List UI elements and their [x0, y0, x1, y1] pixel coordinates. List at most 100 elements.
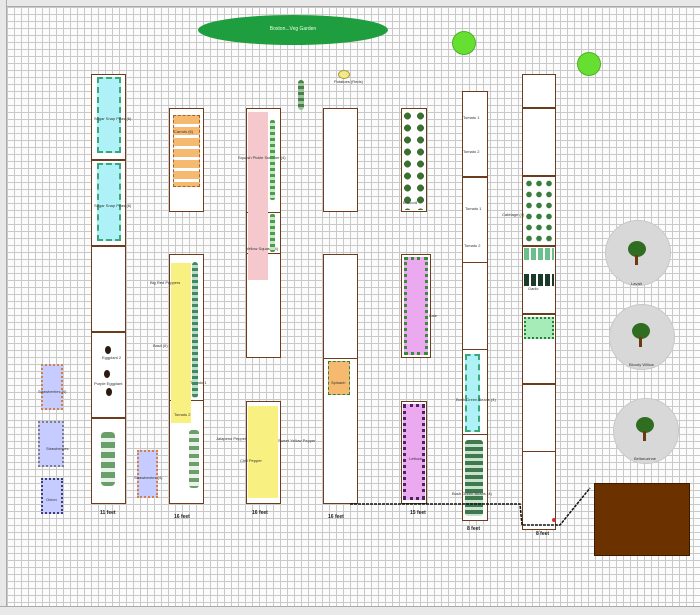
- pear-tree-label: Bellaruzinne: [634, 456, 657, 461]
- bed-6-section-2[interactable]: [462, 177, 488, 263]
- tomato-2-label: Tomato 2: [174, 412, 191, 417]
- green-bean-bed-6[interactable]: [465, 354, 480, 432]
- sweet-pepper-label: Sweet Yellow Pepper: [278, 438, 316, 443]
- bed-7-section-4[interactable]: [522, 246, 556, 314]
- pear-tree-icon: [636, 417, 654, 433]
- tomato-label-bed6-a: Tomato 1: [463, 115, 480, 120]
- lettuce-bed[interactable]: [403, 404, 425, 500]
- tomato-label-bed6-d: Tomato 2: [464, 243, 481, 248]
- bed-1-section-5[interactable]: [91, 418, 126, 504]
- bed-7-section-5[interactable]: [522, 314, 556, 384]
- bed-5-length: 15 feet: [410, 510, 426, 516]
- potatoes-label: Potatoes (Reds): [334, 79, 363, 84]
- eggplant-2[interactable]: [104, 370, 110, 378]
- potato-plant[interactable]: [338, 70, 350, 79]
- red-peppers-label: Big Red Peppers: [150, 280, 181, 285]
- bed-3-length: 16 feet: [252, 510, 268, 516]
- pepper-strip-bed-3[interactable]: [248, 406, 278, 498]
- spinach-bed[interactable]: [328, 361, 350, 395]
- cabbage-label: Cabbage (4): [502, 212, 525, 217]
- garlic-row-bed-7[interactable]: [524, 248, 554, 260]
- green-bush-2[interactable]: [577, 52, 601, 76]
- green-bush-1[interactable]: [452, 31, 476, 55]
- kale-bed[interactable]: [404, 257, 428, 355]
- kale-label: Kale: [429, 313, 438, 318]
- strawberry-label-a: Strawberries (4): [38, 389, 67, 394]
- apple-tree-icon: [628, 241, 646, 257]
- bed-1-section-3[interactable]: [91, 246, 126, 332]
- compost-area[interactable]: [594, 483, 690, 556]
- bed-4-lower-section[interactable]: [323, 358, 358, 504]
- eggplant-label-1: Eggplant 2: [102, 355, 122, 360]
- bed-7-section-2[interactable]: [522, 108, 556, 176]
- bottom-ruler: [0, 606, 700, 615]
- bed-6-section-3[interactable]: [462, 349, 488, 435]
- basil-label: Basil (6): [153, 343, 168, 348]
- bed-1-section-1[interactable]: [91, 74, 126, 160]
- chili-label: Chili Pepper: [240, 458, 262, 463]
- sugar-snap-label-2: Sugar Snap Peas (6): [94, 203, 132, 208]
- garden-title: Boston...Veg Garden: [269, 26, 317, 32]
- cucumber-column[interactable]: [101, 432, 115, 486]
- eggplant-1[interactable]: [105, 346, 111, 354]
- apple-tree-trunk: [635, 255, 638, 265]
- lettuce-label: Lettuce: [409, 456, 423, 461]
- green-bean-column-bed-3[interactable]: [270, 120, 275, 200]
- squash-column-bed-2[interactable]: [189, 430, 199, 488]
- squash-label-2: Yellow Squash (4): [246, 246, 279, 251]
- lettuce-tray[interactable]: [524, 317, 554, 339]
- bed-7-section-6[interactable]: [522, 384, 556, 452]
- strawberry-bed-b[interactable]: [38, 421, 64, 467]
- basil-column[interactable]: [192, 262, 198, 398]
- bed-1-section-4[interactable]: [91, 332, 126, 418]
- green-beans-label-2: Bush Green Beans (4): [452, 491, 492, 496]
- sugar-snap-pea-row-1[interactable]: [97, 77, 121, 153]
- eggplant-3[interactable]: [106, 388, 112, 396]
- title-oval[interactable]: [198, 15, 388, 45]
- bed-7-length: 8 feet: [536, 531, 550, 537]
- sugar-snap-pea-row-2[interactable]: [97, 163, 121, 241]
- squash-label-1: Squash Pickle Summer (4): [238, 155, 286, 160]
- strawberry-label-c: Strawberries (4): [134, 475, 163, 480]
- bed-7-section-1[interactable]: [522, 74, 556, 108]
- bed-1-length: 11 feet: [100, 510, 116, 516]
- broccoli-bed[interactable]: [401, 110, 427, 210]
- strawberry-bed-a[interactable]: [41, 364, 63, 410]
- spinach-label: Spinach: [331, 380, 346, 385]
- carrot-bed[interactable]: [173, 115, 200, 187]
- left-ruler: [0, 0, 7, 614]
- cabbage-bed[interactable]: [524, 178, 554, 244]
- bed-4[interactable]: [323, 108, 358, 212]
- strawberry-label-b: Strawberries: [46, 446, 69, 451]
- bed-7-section-3[interactable]: [522, 176, 556, 246]
- tomato-1-label: Tomato 1: [190, 380, 207, 385]
- squash-bed-pink[interactable]: [248, 112, 268, 280]
- bed-2-length: 16 feet: [174, 514, 190, 520]
- tomato-label-bed6-b: Tomato 2: [463, 149, 480, 154]
- cabbage-column-bed-6[interactable]: [465, 440, 483, 516]
- eggplant-label-2: Purple Eggplant: [94, 381, 123, 386]
- broccoli-label: Broccoli: [403, 200, 418, 205]
- carrots-label: Carrots (6): [174, 129, 194, 134]
- jalapeno-label: Jalapeno Pepper: [216, 436, 247, 441]
- green-bean-column-bed-3b[interactable]: [270, 214, 275, 252]
- apple-tree-label: Lavalt: [631, 281, 642, 286]
- top-ruler: [0, 0, 700, 7]
- bed-1-section-2[interactable]: [91, 160, 126, 246]
- tomato-label-bed6-c: Tomato 1: [465, 206, 482, 211]
- sugar-snap-label-1: Sugar Snap Peas (6): [94, 116, 132, 121]
- onion-bed[interactable]: [41, 478, 63, 514]
- garlic-label: Garlic: [528, 286, 539, 291]
- strawberry-bed-c[interactable]: [137, 450, 158, 498]
- bed-6-section-1[interactable]: [462, 91, 488, 177]
- cherry-tree-label: Bloody Willow: [629, 362, 654, 367]
- red-pepper-strip[interactable]: [171, 263, 191, 423]
- garlic-row-bed-7b[interactable]: [524, 274, 554, 286]
- bed-6-length: 8 feet: [467, 526, 481, 532]
- garlic-column[interactable]: [298, 80, 304, 110]
- cherry-tree-trunk: [639, 337, 642, 347]
- green-beans-label-1: Bush Green Beans (4): [456, 397, 496, 402]
- bed-4-length: 16 feet: [328, 514, 344, 520]
